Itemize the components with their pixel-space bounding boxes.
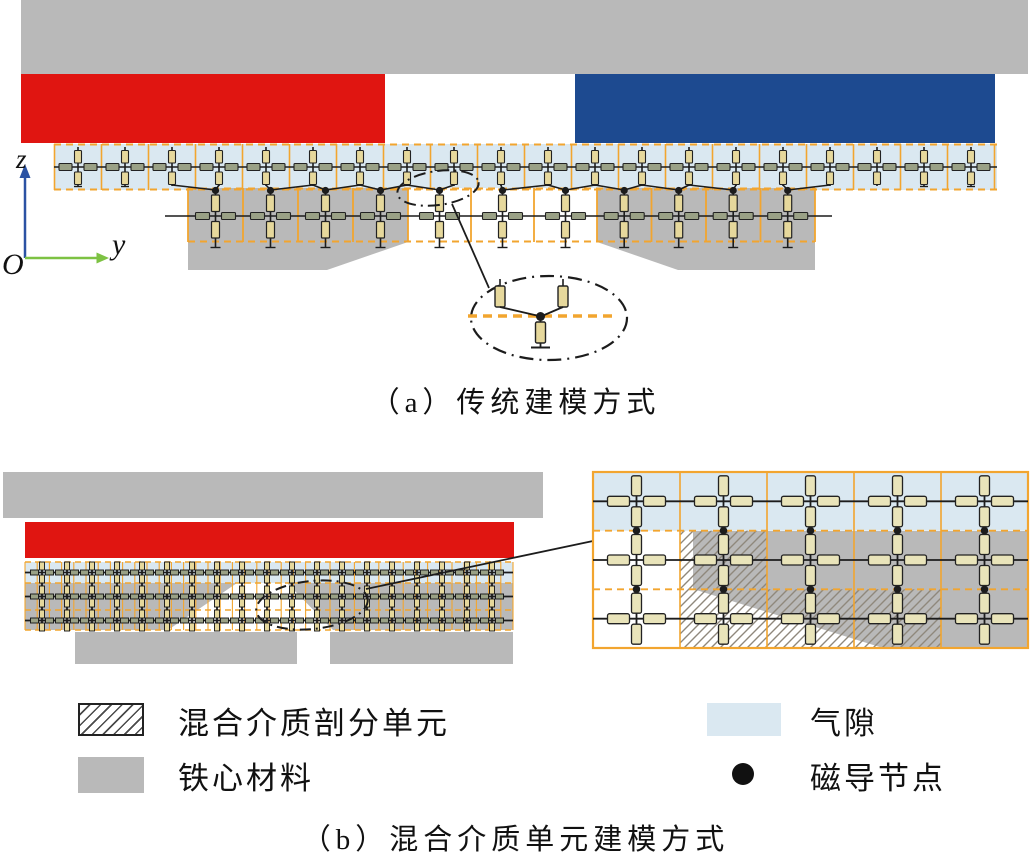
stator-and-magnet-b: [3, 472, 543, 664]
axis-z-label: z: [16, 144, 27, 174]
legend-swatch-hybrid-cell-icon: [78, 703, 144, 736]
permeance-network-b: [25, 561, 513, 632]
callout-a: [396, 169, 629, 362]
legend-swatch-airgap-icon: [707, 703, 781, 736]
axis-origin-label: O: [2, 248, 24, 281]
caption-b: （b）混合介质单元建模方式: [301, 824, 730, 856]
coordinate-axes: [19, 164, 109, 264]
callout-b: [255, 540, 594, 631]
caption-a: （a）传统建模方式: [370, 387, 661, 419]
diagram-a-traditional-model: [19, 0, 1028, 362]
permeance-network-row2-a: [165, 184, 832, 249]
legend-swatch-node-icon: [732, 763, 754, 785]
legend-label-core-material: 铁心材料: [178, 761, 314, 796]
diagram-b-hybrid-model: [3, 470, 1030, 664]
legend-label-hybrid-cell: 混合介质剖分单元: [178, 706, 450, 741]
axis-y-label: y: [112, 228, 126, 261]
stator-and-magnets-a: [21, 0, 1028, 143]
inset-hybrid-cells: [591, 470, 1030, 650]
legend-label-permeance-node: 磁导节点: [810, 761, 946, 796]
legend-swatch-core-icon: [78, 757, 144, 793]
permeance-network-row1-a: [54, 147, 997, 188]
legend-label-air-gap: 气隙: [810, 706, 878, 741]
